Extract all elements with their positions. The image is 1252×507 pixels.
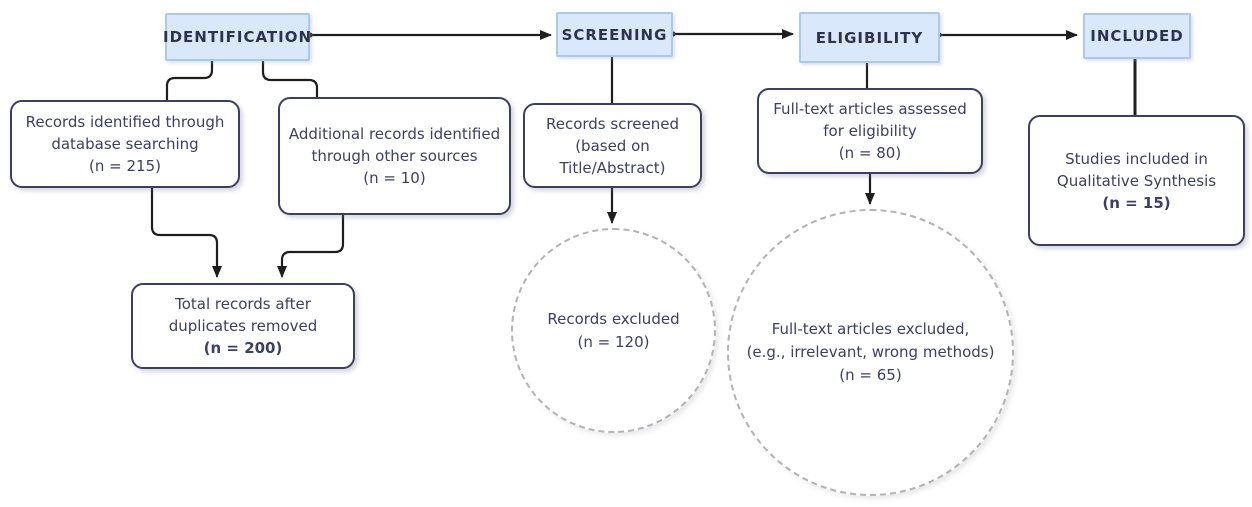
node-records-screened-line: Title/Abstract) xyxy=(559,158,666,177)
circle-fulltext-excluded-line: Full-text articles excluded, xyxy=(771,320,970,338)
node-fulltext-assessed-line: for eligibility xyxy=(823,122,917,140)
node-records-identified-line: database searching xyxy=(51,135,199,153)
circle-records-excluded-line: Records excluded xyxy=(547,309,680,328)
arrow-additional-records-to-total xyxy=(277,213,345,278)
node-records-screened-line: (based on xyxy=(575,136,650,155)
arrow-records-identified-to-total xyxy=(150,186,222,278)
node-records-identified: Records identified through database sear… xyxy=(10,100,240,188)
node-additional-records-count: (n = 10) xyxy=(363,169,426,187)
node-studies-included: Studies included in Qualitative Synthesi… xyxy=(1028,115,1245,246)
stage-header-eligibility-label: ELIGIBILITY xyxy=(815,28,924,47)
circle-fulltext-excluded-line: (e.g., irrelevant, wrong methods) xyxy=(746,343,995,361)
stage-header-screening: SCREENING xyxy=(556,12,673,57)
stage-header-identification: IDENTIFICATION xyxy=(162,13,313,61)
circle-records-excluded: Records excluded (n = 120) xyxy=(511,228,716,433)
node-studies-included-line: Qualitative Synthesis xyxy=(1056,171,1217,190)
circle-fulltext-excluded-count: (n = 65) xyxy=(839,366,902,384)
node-records-identified-count: (n = 215) xyxy=(89,157,161,175)
stage-header-included: INCLUDED xyxy=(1083,13,1191,59)
stage-header-identification-label: IDENTIFICATION xyxy=(162,28,313,46)
node-records-identified-line: Records identified through xyxy=(25,113,225,131)
line-identification-to-additional-records xyxy=(261,55,319,100)
node-additional-records-line: through other sources xyxy=(311,147,478,165)
node-additional-records: Additional records identified through ot… xyxy=(278,97,511,215)
circle-fulltext-excluded: Full-text articles excluded, (e.g., irre… xyxy=(727,209,1014,496)
node-records-screened: Records screened (based on Title/Abstrac… xyxy=(523,103,702,188)
stage-header-screening-label: SCREENING xyxy=(561,25,668,44)
node-fulltext-assessed: Full-text articles assessed for eligibil… xyxy=(757,88,983,174)
node-total-records-line: Total records after xyxy=(175,295,311,313)
node-fulltext-assessed-count: (n = 80) xyxy=(838,144,902,162)
node-total-records: Total records after duplicates removed (… xyxy=(131,283,355,369)
stage-header-eligibility: ELIGIBILITY xyxy=(799,12,940,63)
node-fulltext-assessed-line: Full-text articles assessed xyxy=(773,100,967,118)
node-total-records-line: duplicates removed xyxy=(168,317,318,335)
node-studies-included-line: Studies included in xyxy=(1065,149,1208,168)
line-identification-to-records-identified xyxy=(165,55,214,103)
circle-records-excluded-count: (n = 120) xyxy=(577,332,650,351)
node-additional-records-line: Additional records identified xyxy=(288,125,501,143)
stage-header-included-label: INCLUDED xyxy=(1090,27,1184,45)
node-records-screened-line: Records screened xyxy=(545,114,680,133)
node-studies-included-count: (n = 15) xyxy=(1102,193,1171,212)
node-total-records-count: (n = 200) xyxy=(203,339,283,357)
